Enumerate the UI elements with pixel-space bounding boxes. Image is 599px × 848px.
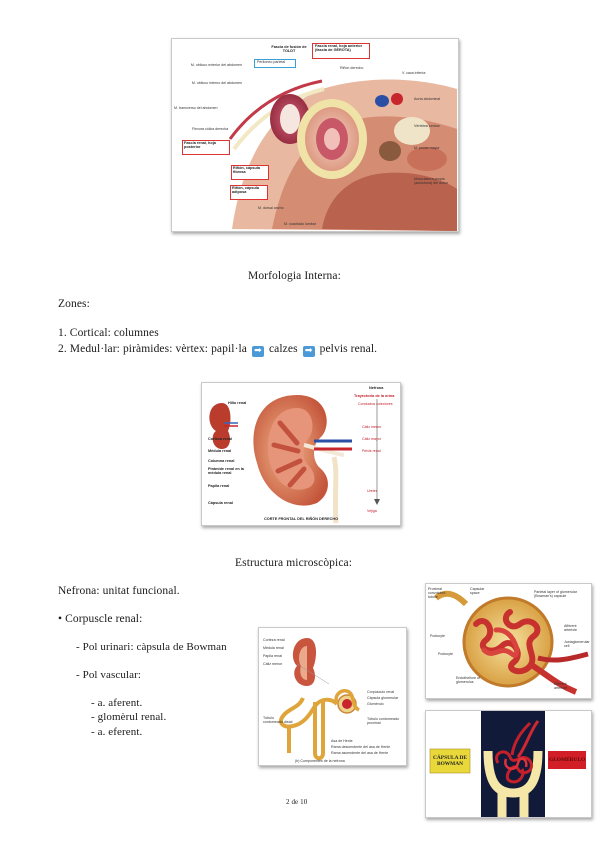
fig1-label-dorso: Musculatura propia (autóctona) del dorso xyxy=(414,177,448,185)
fig3-label-rama-desc: Rama descendente del asa de Henle xyxy=(331,745,391,749)
fig1-label-capsula-fibrosa: Riñón, cápsula fibrosa xyxy=(233,166,261,175)
fig1-label-capsula-adiposa: Riñón, cápsula adiposa xyxy=(232,186,260,195)
fig1-box-peritoneo xyxy=(254,59,296,68)
fig4-label-juxta: Juxtaglomerular cell xyxy=(564,640,590,648)
fig4-label-afferent: Afferent arteriole xyxy=(564,624,577,632)
renal-corpuscle-illustration xyxy=(434,590,589,695)
fig1-label-flexura: Flexura cólica derecha xyxy=(192,127,229,131)
fig3-label-glomerulo: Glomérulo xyxy=(367,702,384,706)
fig4-label-pct: Proximal convoluted tubule xyxy=(428,587,446,599)
fig2-flow-pelvis: Pelvis renal xyxy=(362,449,381,453)
fig3-label-rama-asc: Rama ascendente del asa de Henle xyxy=(331,751,389,755)
pol-vascular-text: - Pol vascular: xyxy=(76,669,142,681)
right-arrow-icon: ➡ xyxy=(302,346,315,357)
fig1-label-gerota: Fascia renal, hoja anterior (fascia de G… xyxy=(315,44,363,53)
fig4-label-podocyte-2: Podocyte xyxy=(438,652,453,656)
fig3-label-tcp: Túbulo contorneado proximal xyxy=(367,717,399,725)
fig2-label-piramide: Pirámide renal en la médula renal xyxy=(208,467,244,476)
fig2-flow-vejiga: Vejiga xyxy=(367,509,377,513)
figure-nephron-components: Corteza renal Médula renal Papila renal … xyxy=(258,627,407,766)
vascular-item-eferent: - a. eferent. xyxy=(91,726,143,738)
fig2-label-corteza: Corteza renal xyxy=(208,437,233,441)
heading-morfologia-interna: Morfologia Interna: xyxy=(248,270,341,282)
fig1-label-oblicuo-int: M. oblicuo interno del abdomen xyxy=(191,81,242,85)
fig1-label-peritoneo: Peritoneo parietal xyxy=(257,60,286,64)
nephron-illustration xyxy=(278,638,360,761)
fig3-label-asa: Asa de Henle xyxy=(331,739,353,743)
fig1-label-transverso: M. transverso del abdomen xyxy=(174,106,218,110)
fig1-label-oblicuo-ext: M. oblicuo exterior del abdomen xyxy=(190,63,242,67)
fig2-flow-ureter: Uréter xyxy=(367,489,377,493)
figure-renal-corpuscle: Proximal convoluted tubule Capsular spac… xyxy=(425,583,592,699)
zone-2-end: pelvis renal. xyxy=(319,343,378,355)
zone-1-text: 1. Cortical: columnes xyxy=(58,327,159,339)
fig1-label-aorta: Aorta abdominal xyxy=(414,97,441,101)
fig2-label-nefrona: Nefrona xyxy=(369,386,384,390)
fig1-label-vcava: V. cava inferior xyxy=(402,71,426,75)
fig3-label-capsula-glom: Cápsula glomerular xyxy=(367,696,399,700)
fig2-flow-colectores: Conductos colectores xyxy=(358,402,393,406)
heading-estructura-microscopica: Estructura microscòpica: xyxy=(235,557,353,569)
figure-bowman-glomerulus: CÁPSULA DE BOWMAN GLOMÉRULO xyxy=(425,710,592,818)
page-number: 2 de 10 xyxy=(286,798,308,806)
fig3-label-papila: Papila renal xyxy=(263,654,282,658)
fig4-label-endothelium: Endothelium of glomerulus xyxy=(456,676,480,684)
vascular-item-glomerul: - glomèrul renal. xyxy=(91,711,167,723)
fig5-label-glomerulo: GLOMÉRULO xyxy=(549,757,586,763)
figure-renal-fascia-cross-section: M. oblicuo exterior del abdomen M. oblic… xyxy=(171,38,459,232)
pol-urinari-text: - Pol urinari: càpsula de Bowman xyxy=(76,641,227,653)
fig1-box-capsula-fibrosa xyxy=(231,165,269,180)
kidney-frontal-illustration xyxy=(209,395,380,524)
fig5-label-capsula-bowman: CÁPSULA DE BOWMAN xyxy=(433,755,467,767)
fig1-label-psoas: M. psoas mayor xyxy=(414,146,440,150)
fig2-label-columna: Columna renal xyxy=(208,459,235,463)
fig2-label-papila: Papila renal xyxy=(208,484,230,488)
fig3-label-caliz: Cáliz menor xyxy=(263,662,283,666)
zone-2-prefix: 2. Medul·lar: piràmides: vèrtex: papil·l… xyxy=(58,343,247,355)
zones-label: Zones: xyxy=(58,298,90,310)
corpuscle-renal-text: • Corpuscle renal: xyxy=(58,613,143,625)
nefrona-text: Nefrona: unitat funcional. xyxy=(58,585,180,597)
fig1-label-rinon-der: Riñón derecho xyxy=(340,66,364,70)
fig1-label-toldt: Fascia de fusión de TOLDT xyxy=(271,45,307,54)
fig4-label-parietal: Parietal layer of glomerular (Bowman's) … xyxy=(534,590,577,598)
vascular-item-aferent: - a. aferent. xyxy=(91,697,143,709)
fig2-caption: CORTE FRONTAL DEL RIÑÓN DERECHO xyxy=(264,517,339,521)
fig1-label-cuadrado-lumbar: M. cuadrado lumbar xyxy=(284,222,316,226)
fig2-label-trayectoria: Trayectoria de la orina xyxy=(354,394,395,398)
zone-2-line: 2. Medul·lar: piràmides: vèrtex: papil·l… xyxy=(58,343,377,357)
fig2-label-medula: Médula renal xyxy=(208,449,232,453)
fig1-box-capsula-adiposa xyxy=(230,185,268,200)
fig4-label-capsular-space: Capsular space xyxy=(470,587,485,595)
fig2-hilio: Hilio renal xyxy=(228,401,247,405)
fig2-label-capsula: Cápsula renal xyxy=(208,501,233,505)
fig3-label-tcd: Túbulo contorneado distal xyxy=(263,716,293,724)
bowman-glomerulus-illustration xyxy=(429,711,586,817)
zone-2-calzes: calzes xyxy=(268,343,298,355)
fig3-label-corpusculo: Corpúsculo renal xyxy=(367,690,395,694)
fig3-label-medula: Médula renal xyxy=(263,646,284,650)
figure-kidney-frontal-section: Hilio renal Corteza renal Médula renal C… xyxy=(201,382,401,526)
fig3-footer: (b) Componentes de la nefrona xyxy=(295,759,345,763)
fig1-label-vertebra: Vértebra lumbar xyxy=(414,124,440,128)
fig2-flow-caliz-menor: Cáliz menor xyxy=(362,425,382,429)
fig1-label-dorsal-ancho: M. dorsal ancho xyxy=(258,206,284,210)
right-arrow-icon: ➡ xyxy=(251,346,264,357)
fig1-label-fascia-post: Fascia renal, hoja posterior xyxy=(184,141,216,150)
cross-section-illustration xyxy=(172,39,458,231)
fig2-flow-caliz-mayor: Cáliz mayor xyxy=(362,437,381,441)
fig1-box-gerota xyxy=(312,43,370,59)
fig4-label-efferent: Efferent arteriole xyxy=(554,682,567,690)
fig1-box-fascia-post xyxy=(182,140,230,155)
fig4-label-podocyte-1: Podocyte xyxy=(430,634,445,638)
fig3-label-corteza: Corteza renal xyxy=(263,638,285,642)
